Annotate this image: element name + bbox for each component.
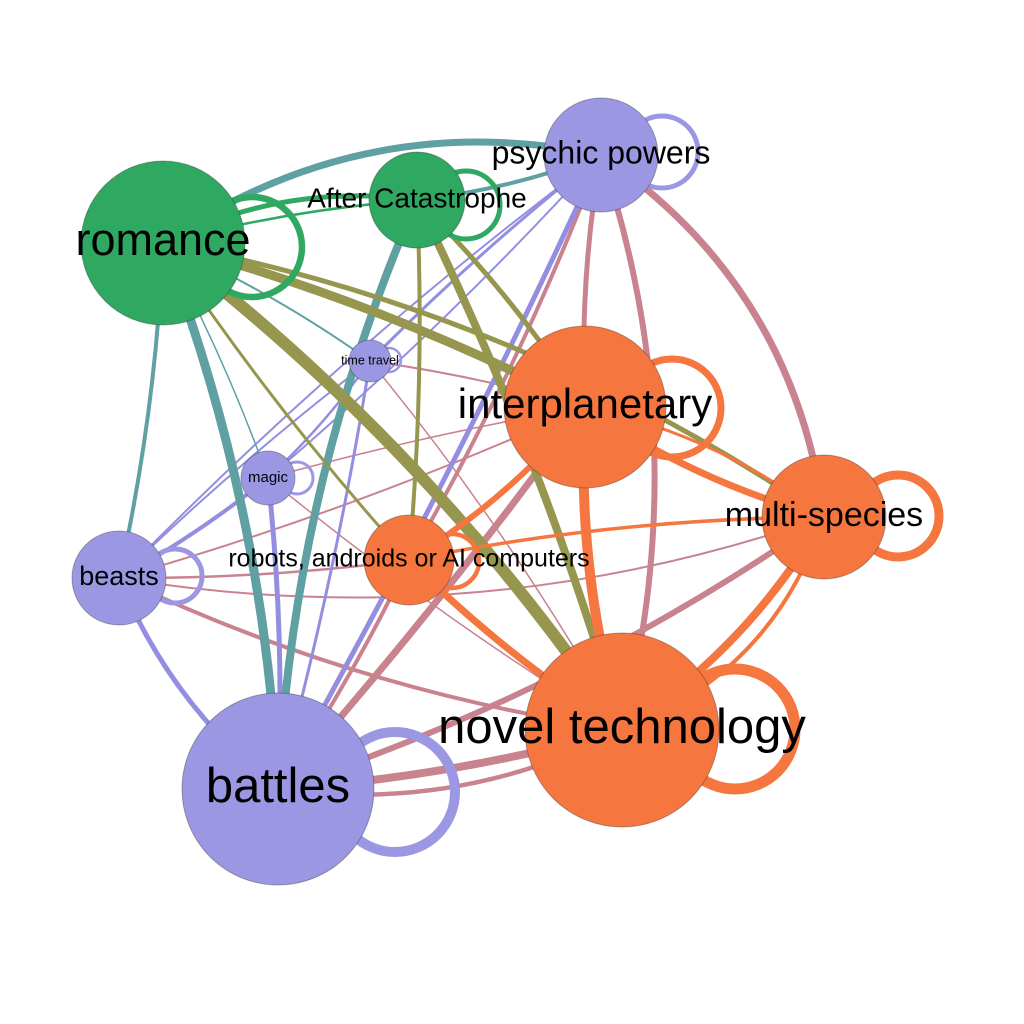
node-beasts[interactable] (71, 530, 167, 626)
nodes-layer (71, 97, 887, 886)
node-label-time-travel: time travel (341, 353, 399, 367)
node-after-catastrophe[interactable] (368, 151, 466, 249)
node-label-romance: romance (75, 214, 250, 265)
edge-battles--psychic-powers (275, 152, 604, 792)
node-label-novel-technology: novel technology (438, 700, 806, 754)
node-magic[interactable] (240, 450, 296, 506)
node-label-interplanetary: interplanetary (458, 380, 712, 427)
node-novel-technology[interactable] (524, 632, 720, 828)
node-multi-species[interactable] (761, 454, 887, 580)
edge-psychic-powers--robots (407, 153, 603, 562)
node-interplanetary[interactable] (503, 325, 667, 489)
node-battles[interactable] (181, 692, 375, 886)
node-robots[interactable] (363, 514, 455, 606)
node-time-travel[interactable] (348, 339, 392, 383)
node-label-magic: magic (248, 469, 289, 486)
node-label-beasts: beasts (79, 561, 159, 591)
edge-psychic-powers--multi-species (597, 151, 828, 521)
node-romance[interactable] (80, 160, 246, 326)
edge-after-catastrophe--robots (407, 198, 422, 562)
node-label-psychic-powers: psychic powers (492, 134, 711, 170)
node-label-multi-species: multi-species (725, 496, 923, 534)
node-label-battles: battles (206, 759, 350, 813)
node-psychic-powers[interactable] (543, 97, 659, 213)
node-label-robots: robots, androids or AI computers (228, 545, 589, 573)
node-label-after-catastrophe: After Catastrophe (307, 182, 526, 213)
edge-magic--psychic-powers (267, 154, 602, 479)
edge-beasts--multi-species (118, 516, 825, 599)
labels-layer: romance After Catastrophe psychic powers ti… (75, 134, 923, 812)
